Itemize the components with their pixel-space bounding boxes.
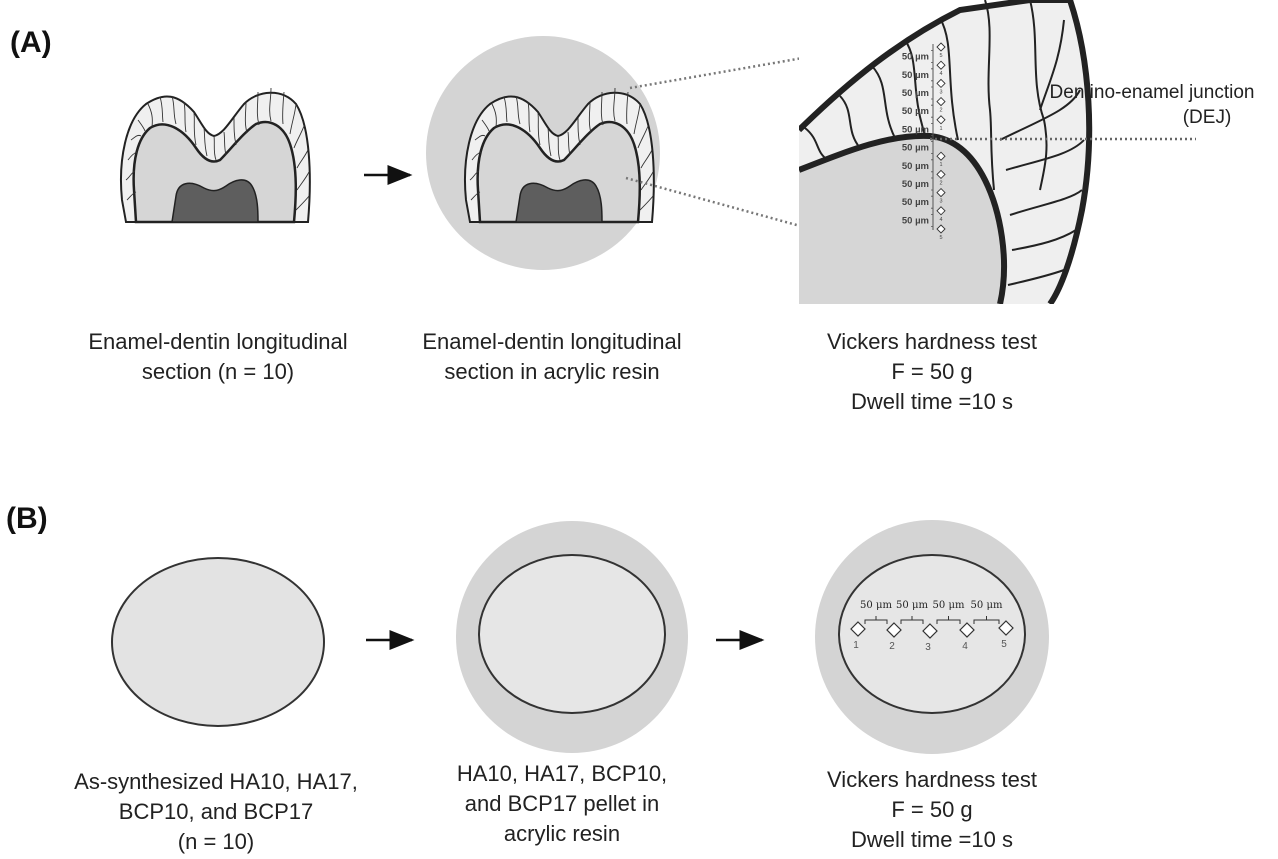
indent-number-b-3: 3 bbox=[925, 642, 931, 653]
spacing-label-a-8: 50 µm bbox=[902, 179, 929, 190]
spacing-label-a-9: 50 µm bbox=[902, 197, 929, 208]
dej-label-line-1: Dentino-enamel junction bbox=[1050, 82, 1255, 103]
indent-number-a-3: 3 bbox=[939, 89, 942, 95]
b-step1-caption-line-1: As-synthesized HA10, HA17, bbox=[74, 769, 358, 794]
indent-number-a-7: 2 bbox=[939, 180, 942, 186]
b-step3-caption-line-2: F = 50 g bbox=[891, 797, 972, 822]
b-step1-caption-line-2: BCP10, and BCP17 bbox=[119, 799, 313, 824]
spacing-label-b-3: 50 μm bbox=[933, 600, 965, 611]
indent-number-a-1: 5 bbox=[939, 53, 942, 59]
panel-a-label: (A) bbox=[10, 26, 52, 59]
b-step3-caption-line-1: Vickers hardness test bbox=[827, 767, 1037, 792]
a-step3-caption-line-1: Vickers hardness test bbox=[827, 329, 1037, 354]
dej-label-line-2: (DEJ) bbox=[1183, 107, 1232, 128]
a-step3-caption-line-2: F = 50 g bbox=[891, 359, 972, 384]
zoom-line-top bbox=[630, 55, 820, 88]
tooth-section-1 bbox=[121, 88, 310, 222]
indent-number-a-9: 4 bbox=[939, 217, 942, 223]
spacing-label-a-7: 50 µm bbox=[902, 161, 929, 172]
spacing-label-b-4: 50 μm bbox=[971, 600, 1003, 611]
spacing-label-a-2: 50 µm bbox=[902, 70, 929, 81]
spacing-label-a-1: 50 µm bbox=[902, 52, 929, 63]
spacing-label-a-3: 50 µm bbox=[902, 88, 929, 99]
spacing-label-b-2: 50 μm bbox=[896, 600, 928, 611]
a-step2-caption-line-1: Enamel-dentin longitudinal bbox=[422, 329, 681, 354]
b-step3-caption-line-3: Dwell time =10 s bbox=[851, 827, 1013, 852]
indent-number-a-2: 4 bbox=[939, 71, 942, 77]
as-synthesized-pellet bbox=[112, 558, 324, 726]
a-step1-caption-line-2: section (n = 10) bbox=[142, 359, 294, 384]
indent-number-a-8: 3 bbox=[939, 199, 942, 205]
a-step3-caption-line-3: Dwell time =10 s bbox=[851, 389, 1013, 414]
indent-number-a-4: 2 bbox=[939, 108, 942, 114]
zoomed-dej-view: 5 4 3 2 1 1 2 3 4 5 50 µm 50 µm 50 µm 50 µm 50 µm 50 µm… bbox=[799, 0, 1278, 304]
b-step2-caption-line-1: HA10, HA17, BCP10, bbox=[457, 761, 667, 786]
indent-number-b-4: 4 bbox=[962, 641, 968, 652]
b-step2-caption-line-2: and BCP17 pellet in bbox=[465, 791, 659, 816]
spacing-label-a-10: 50 µm bbox=[902, 215, 929, 226]
spacing-label-a-5: 50 µm bbox=[902, 124, 929, 135]
spacing-label-a-4: 50 µm bbox=[902, 106, 929, 117]
indent-number-b-5: 5 bbox=[1001, 639, 1007, 650]
b-step2-caption-line-3: acrylic resin bbox=[504, 821, 620, 846]
spacing-label-b-1: 50 μm bbox=[860, 600, 892, 611]
b-step1-caption-line-3: (n = 10) bbox=[178, 829, 254, 854]
spacing-label-a-6: 50 µm bbox=[902, 143, 929, 154]
indent-number-a-10: 5 bbox=[939, 235, 942, 241]
indent-number-b-2: 2 bbox=[889, 641, 895, 652]
zoom-line-bottom bbox=[626, 178, 822, 232]
embedded-pellet-1 bbox=[479, 555, 665, 713]
indent-number-b-1: 1 bbox=[853, 640, 859, 651]
a-step1-caption-line-1: Enamel-dentin longitudinal bbox=[88, 329, 347, 354]
indent-number-a-5: 1 bbox=[939, 126, 942, 132]
panel-b-label: (B) bbox=[6, 502, 48, 535]
a-step2-caption-line-2: section in acrylic resin bbox=[444, 359, 659, 384]
indent-number-a-6: 1 bbox=[939, 162, 942, 168]
